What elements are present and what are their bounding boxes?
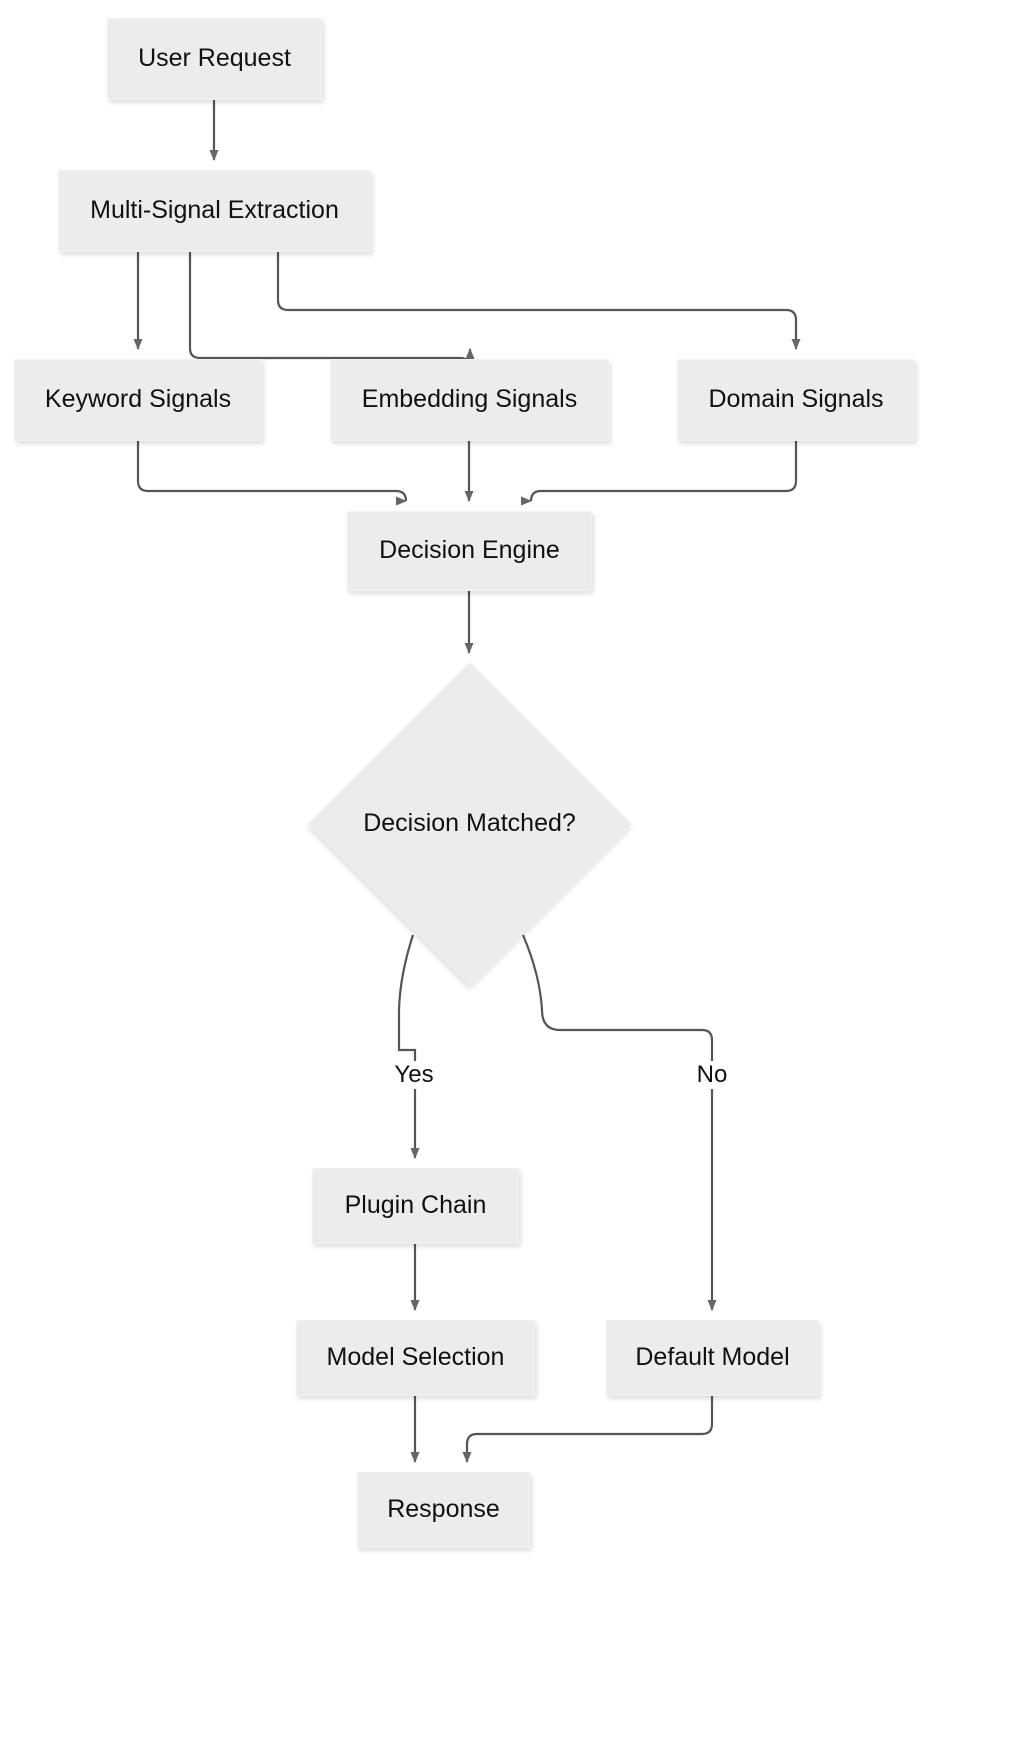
node-plugin-chain[interactable]: Plugin Chain [312,1168,519,1244]
node-label-default-model: Default Model [635,1343,790,1372]
node-label-user-request: User Request [138,44,291,73]
node-label-embedding-signals: Embedding Signals [361,385,578,414]
node-response[interactable]: Response [357,1472,530,1548]
node-label-multi-signal-extraction: Multi-Signal Extraction [90,196,339,225]
node-label-response: Response [387,1495,500,1524]
node-domain-signals[interactable]: Domain Signals [677,359,915,441]
node-decision-matched[interactable]: Decision Matched? [307,661,632,986]
node-label-domain-signals: Domain Signals [708,385,884,414]
node-decision-engine[interactable]: Decision Engine [347,511,592,591]
node-label-model-selection: Model Selection [326,1343,505,1372]
node-default-model[interactable]: Default Model [606,1320,819,1396]
node-label-decision-matched: Decision Matched? [363,809,576,837]
node-keyword-signals[interactable]: Keyword Signals [14,359,262,441]
node-user-request[interactable]: User Request [107,18,322,100]
edge-label-no: No [692,1061,732,1089]
edge-multi-signal-to-domain-signals [276,252,801,350]
node-label-plugin-chain: Plugin Chain [344,1191,487,1220]
edge-decision-matched-to-default-model [521,934,717,1311]
node-model-selection[interactable]: Model Selection [296,1320,535,1396]
node-multi-signal-extraction[interactable]: Multi-Signal Extraction [58,170,371,252]
node-embedding-signals[interactable]: Embedding Signals [330,359,609,441]
edge-multi-signal-to-embedding-signals [188,252,475,369]
edge-default-model-to-response [462,1396,714,1463]
edge-label-yes: Yes [390,1061,438,1089]
node-label-keyword-signals: Keyword Signals [44,385,232,414]
edge-keyword-signals-to-decision-engine [136,441,411,502]
node-label-decision-engine: Decision Engine [379,536,560,565]
edge-domain-signals-to-decision-engine [526,441,798,502]
